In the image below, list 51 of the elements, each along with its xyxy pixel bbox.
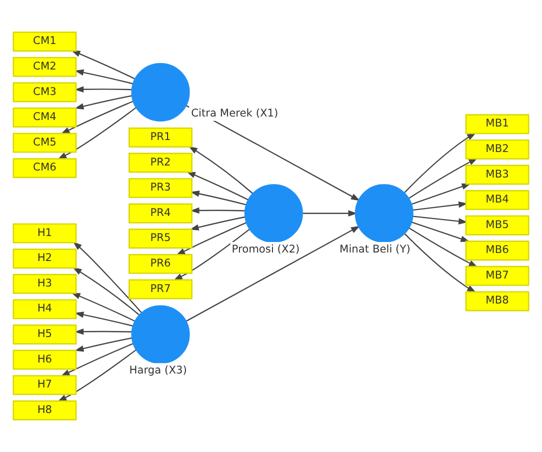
node-box: H4 <box>12 299 77 320</box>
node-box: MB5 <box>465 215 530 236</box>
node-box: MB8 <box>465 291 530 312</box>
node-box: CM3 <box>12 82 77 102</box>
node-box: H6 <box>12 350 77 370</box>
node-box: H8 <box>12 400 77 420</box>
arrow <box>190 216 246 230</box>
node-box: MB1 <box>465 114 530 134</box>
node-box: H7 <box>12 375 77 396</box>
node-box: PR1 <box>128 128 192 148</box>
arrow <box>404 132 476 194</box>
node-box: PR7 <box>128 279 192 300</box>
arrow <box>190 190 246 206</box>
node-box: CM2 <box>12 56 77 77</box>
arrow <box>74 312 134 327</box>
arrow <box>74 69 134 84</box>
arrow <box>412 201 468 211</box>
node-box: MB2 <box>465 139 530 160</box>
node-box: PR4 <box>128 203 192 224</box>
arrow <box>74 337 132 352</box>
node-box: CM6 <box>12 158 77 178</box>
node-box: MB7 <box>465 266 530 286</box>
node-box: CM5 <box>12 132 77 153</box>
node-box: CM1 <box>12 32 77 52</box>
node-box: H2 <box>12 248 77 269</box>
arrow <box>412 216 468 224</box>
arrow <box>190 207 245 214</box>
node-box: H1 <box>12 223 77 244</box>
arrow <box>72 267 140 316</box>
node-box: CM4 <box>12 108 77 128</box>
node-box: H5 <box>12 324 77 344</box>
arrow <box>74 95 132 110</box>
node-box: MB6 <box>465 240 530 261</box>
arrow <box>188 146 253 194</box>
node-box: PR5 <box>128 228 192 249</box>
node-box: PR3 <box>128 178 192 198</box>
arrow <box>60 100 134 134</box>
arrow <box>72 242 142 314</box>
node-box: H3 <box>12 274 77 294</box>
arrow <box>408 227 478 268</box>
arrow <box>58 350 136 402</box>
arrow <box>74 86 132 93</box>
arrow <box>411 222 470 242</box>
node-box: PR2 <box>128 152 192 173</box>
node-box: MB4 <box>465 190 530 210</box>
node-box: MB3 <box>465 164 530 185</box>
arrow <box>302 210 358 217</box>
arrow <box>186 226 360 322</box>
arrow <box>71 50 136 80</box>
arrow <box>74 328 132 335</box>
node-box: PR6 <box>128 254 192 274</box>
